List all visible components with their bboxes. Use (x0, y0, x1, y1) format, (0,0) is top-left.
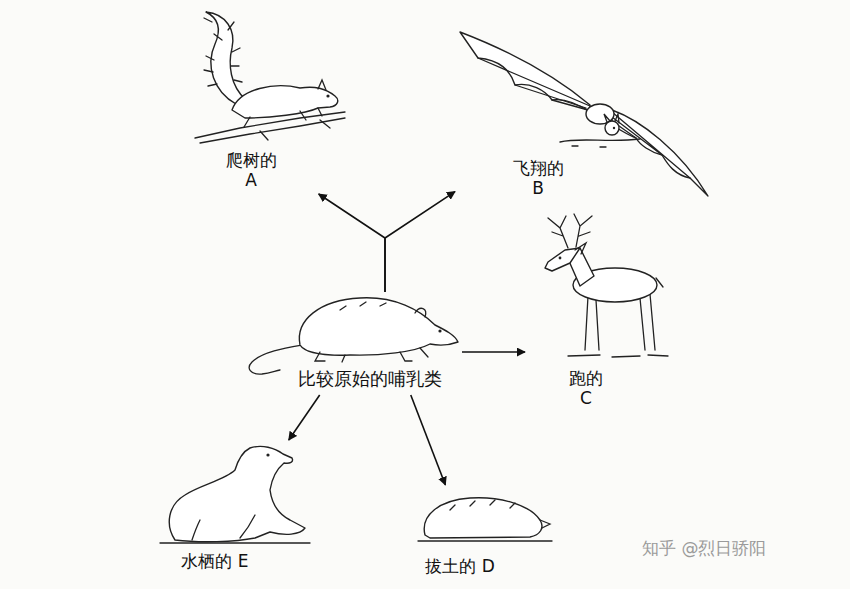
squirrel-drawing (206, 12, 246, 104)
connector-group (289, 192, 525, 485)
squirrel-drawing (200, 118, 345, 143)
deer-drawing (656, 278, 663, 287)
ancestor-drawing (340, 302, 386, 310)
bat-drawing (612, 112, 690, 178)
deer-drawing (568, 355, 668, 357)
bat-drawing (613, 127, 615, 129)
deer-drawing (548, 214, 592, 248)
bat-drawing (560, 139, 640, 147)
node-label: 水栖的 E (181, 551, 248, 571)
watermark: 知乎 @烈日骄阳 (642, 538, 766, 558)
sea-lion-drawing (160, 446, 310, 543)
mole-drawing (540, 520, 550, 528)
ancestor-drawing (299, 298, 458, 355)
animal-node: 拔土的 D (405, 485, 555, 583)
bat-drawing (612, 110, 708, 196)
node-label: 飞翔的 B (513, 158, 564, 199)
ancestor-node: 比较原始的哺乳类 (240, 292, 462, 395)
node-label: 拔土的 D (425, 556, 495, 576)
ancestor-drawing (249, 298, 458, 374)
sea-lion-drawing (160, 542, 310, 543)
animal-node: 爬树的 A (190, 8, 345, 194)
bat-drawing (460, 32, 590, 112)
mole-drawing (418, 540, 552, 541)
bat-drawing (478, 58, 590, 110)
mole-drawing (450, 500, 515, 510)
arrow-connector (411, 395, 446, 485)
deer-drawing (559, 257, 562, 260)
deer-drawing (545, 214, 668, 357)
squirrel-drawing (195, 12, 345, 143)
animal-node: 跑的 C (525, 212, 670, 414)
ancestor-drawing (315, 348, 428, 362)
bat-drawing (605, 121, 619, 135)
sea-lion-drawing (192, 515, 255, 540)
squirrel-drawing (232, 86, 338, 118)
deer-drawing (545, 248, 580, 271)
arrow-connector (462, 351, 525, 353)
arrow-connector (289, 395, 320, 440)
bat-drawing (604, 114, 619, 123)
squirrel-drawing (244, 108, 322, 127)
squirrel-drawing (318, 80, 326, 90)
mole-drawing (418, 498, 552, 541)
node-label: 跑的 C (569, 368, 603, 409)
animal-node: 飞翔的 B (455, 28, 713, 201)
ancestor-drawing (415, 308, 426, 317)
ancestor-drawing (438, 329, 441, 332)
mole-drawing (424, 498, 542, 538)
sea-lion-drawing (266, 453, 269, 456)
squirrel-drawing (260, 120, 330, 140)
bat-drawing (460, 32, 708, 196)
node-label: 比较原始的哺乳类 (298, 368, 442, 390)
ancestor-drawing (249, 345, 302, 374)
squirrel-drawing (204, 18, 242, 86)
arrow-connector (319, 194, 385, 292)
squirrel-drawing (326, 94, 329, 97)
sea-lion-drawing (169, 446, 305, 541)
animal-node: 水栖的 E (150, 440, 312, 580)
node-label: 爬树的 A (226, 150, 277, 191)
arrow-connector (385, 192, 455, 292)
